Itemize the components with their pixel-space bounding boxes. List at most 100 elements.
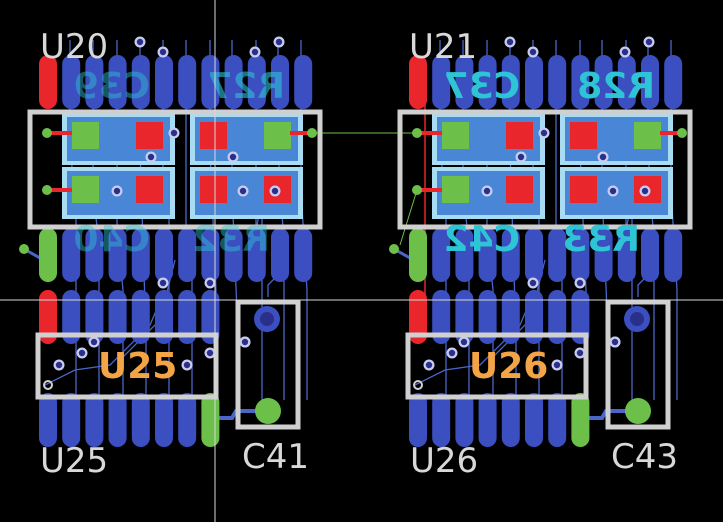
- chip-pad[interactable]: [200, 176, 227, 203]
- chip-pad[interactable]: [442, 176, 469, 203]
- chip-pad[interactable]: [200, 122, 227, 149]
- smd-pad[interactable]: [85, 228, 104, 282]
- smd-pad[interactable]: [271, 228, 289, 282]
- smd-pad[interactable]: [85, 290, 104, 344]
- smd-pad[interactable]: [617, 55, 636, 109]
- trace[interactable]: [585, 409, 638, 420]
- smd-pad[interactable]: [108, 290, 127, 344]
- net-node[interactable]: [389, 244, 399, 254]
- component-outline[interactable]: [405, 332, 589, 400]
- capacitor-pad[interactable]: [625, 398, 651, 424]
- smd-pad[interactable]: [155, 290, 173, 344]
- smd-pad[interactable]: [641, 55, 659, 109]
- chip-pad[interactable]: [136, 176, 163, 203]
- smd-pad[interactable]: [131, 228, 150, 282]
- net-node[interactable]: [677, 128, 687, 138]
- designator-u20[interactable]: U20: [40, 27, 108, 67]
- component-outline[interactable]: [35, 332, 219, 400]
- smd-pad[interactable]: [62, 393, 81, 447]
- smd-pad[interactable]: [39, 228, 57, 282]
- net-node[interactable]: [307, 128, 317, 138]
- designator-c41[interactable]: C41: [242, 437, 309, 477]
- smd-pad[interactable]: [155, 393, 173, 447]
- smd-pad[interactable]: [478, 393, 497, 447]
- smd-pad[interactable]: [39, 290, 57, 344]
- label-c40[interactable]: C40: [73, 219, 150, 260]
- label-c39[interactable]: C39: [73, 66, 150, 107]
- designator-c43[interactable]: C43: [611, 437, 678, 477]
- label-r27[interactable]: R27: [207, 66, 285, 107]
- smd-pad[interactable]: [594, 228, 613, 282]
- smd-pad[interactable]: [432, 393, 451, 447]
- smd-pad[interactable]: [432, 55, 451, 109]
- chip-pad[interactable]: [570, 176, 597, 203]
- smd-pad[interactable]: [178, 228, 197, 282]
- smd-pad[interactable]: [548, 393, 567, 447]
- smd-pad[interactable]: [201, 393, 220, 447]
- smd-pad[interactable]: [108, 228, 127, 282]
- component-outline[interactable]: [27, 109, 323, 230]
- component-outline[interactable]: [397, 109, 693, 230]
- smd-pad[interactable]: [247, 228, 266, 282]
- assembly-label-u26[interactable]: U26: [469, 346, 548, 387]
- chip-pad[interactable]: [506, 176, 533, 203]
- smd-pad[interactable]: [525, 228, 543, 282]
- smd-pad[interactable]: [62, 55, 81, 109]
- smd-pad[interactable]: [571, 290, 590, 344]
- smd-pad[interactable]: [548, 55, 567, 109]
- smd-pad[interactable]: [108, 55, 127, 109]
- smd-pad[interactable]: [178, 393, 197, 447]
- smd-pad[interactable]: [294, 55, 313, 109]
- smd-pad[interactable]: [39, 55, 57, 109]
- smd-pad[interactable]: [641, 228, 659, 282]
- chip-pad[interactable]: [442, 122, 469, 149]
- smd-pad[interactable]: [178, 55, 197, 109]
- smd-pad[interactable]: [455, 393, 474, 447]
- smd-pad[interactable]: [294, 228, 313, 282]
- chip-pad[interactable]: [264, 122, 291, 149]
- smd-pad[interactable]: [525, 393, 543, 447]
- chip-pad[interactable]: [570, 122, 597, 149]
- smd-pad[interactable]: [271, 55, 289, 109]
- chip-pad[interactable]: [72, 176, 99, 203]
- smd-pad[interactable]: [409, 55, 427, 109]
- label-r32[interactable]: R32: [192, 219, 270, 260]
- smd-pad[interactable]: [664, 55, 683, 109]
- smd-pad[interactable]: [62, 228, 81, 282]
- trace[interactable]: [215, 409, 268, 420]
- smd-pad[interactable]: [155, 228, 173, 282]
- smd-pad[interactable]: [131, 393, 150, 447]
- smd-pad[interactable]: [664, 228, 683, 282]
- smd-pad[interactable]: [409, 290, 427, 344]
- designator-u25[interactable]: U25: [40, 441, 108, 481]
- smd-pad[interactable]: [571, 55, 590, 109]
- smd-pad[interactable]: [409, 228, 427, 282]
- component-outline[interactable]: [235, 299, 301, 430]
- smd-pad[interactable]: [478, 290, 497, 344]
- smd-pad[interactable]: [571, 393, 590, 447]
- smd-pad[interactable]: [501, 55, 520, 109]
- chip-pad[interactable]: [634, 122, 661, 149]
- net-node[interactable]: [412, 128, 422, 138]
- smd-pad[interactable]: [525, 290, 543, 344]
- assembly-label-u25[interactable]: U25: [98, 346, 177, 387]
- smd-pad[interactable]: [409, 393, 427, 447]
- smd-pad[interactable]: [478, 228, 497, 282]
- smd-pad[interactable]: [455, 55, 474, 109]
- smd-pad[interactable]: [247, 55, 266, 109]
- designator-u21[interactable]: U21: [409, 27, 477, 67]
- smd-pad[interactable]: [432, 228, 451, 282]
- smd-pad[interactable]: [571, 228, 590, 282]
- smd-pad[interactable]: [131, 55, 150, 109]
- smd-pad[interactable]: [178, 290, 197, 344]
- smd-pad[interactable]: [594, 55, 613, 109]
- smd-pad[interactable]: [501, 290, 520, 344]
- label-r33[interactable]: R33: [562, 219, 640, 260]
- smd-pad[interactable]: [548, 290, 567, 344]
- component-outline[interactable]: [605, 299, 671, 430]
- smd-pad[interactable]: [617, 228, 636, 282]
- designator-u26[interactable]: U26: [410, 441, 478, 481]
- smd-pad[interactable]: [432, 290, 451, 344]
- net-node[interactable]: [412, 185, 422, 195]
